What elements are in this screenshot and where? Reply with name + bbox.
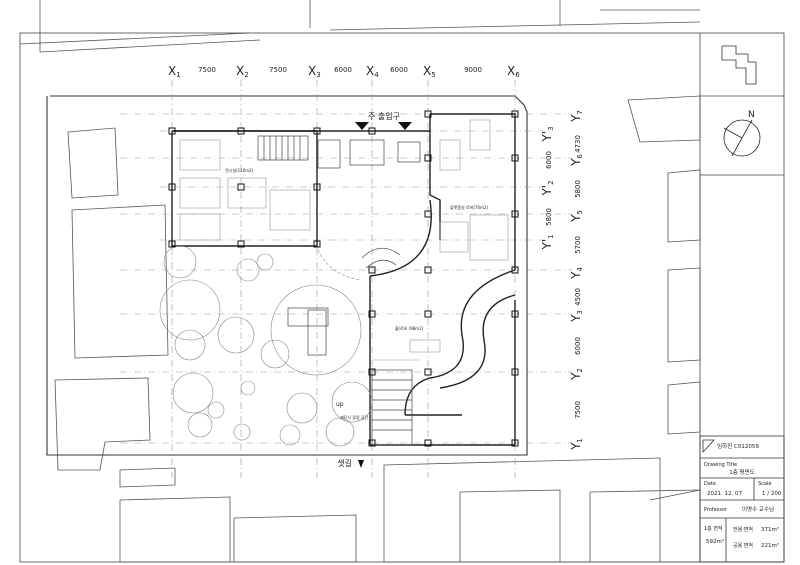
grid-x-spacing: 7500 <box>269 66 287 74</box>
structural-column <box>168 240 176 248</box>
common-area-label: 공용 면적 <box>733 542 753 549</box>
room-center-label: 홀/로비 (98m2) <box>395 325 424 331</box>
grid-y-spacing: 5700 <box>574 236 582 254</box>
grid-y-label: Y5 <box>569 210 584 223</box>
structural-column <box>313 240 321 248</box>
grid-x-label: X4 <box>366 64 379 79</box>
structural-column <box>368 368 376 376</box>
student-label: 임하진 C012059 <box>717 442 759 450</box>
grid-y-spacing: 4730 <box>574 135 582 153</box>
date-label: Date <box>704 481 716 487</box>
north-arrow-icon: N <box>723 110 761 157</box>
grid-x-label: X1 <box>168 64 181 79</box>
drawing-title: 1층 평면도 <box>729 468 755 476</box>
grid-x-label: X3 <box>308 64 321 79</box>
structural-column <box>424 266 432 274</box>
grid-y-spacing: 7500 <box>574 401 582 419</box>
grid-x-spacing: 6000 <box>334 66 352 74</box>
exclusive-area-label: 전용 면적 <box>733 526 753 533</box>
structural-column <box>511 154 519 162</box>
floor-area-label: 1층 면적 <box>704 525 723 532</box>
grid-y-label: Y6 <box>569 154 584 167</box>
grid-y-spacing: 6000 <box>574 337 582 355</box>
structural-column <box>237 127 245 135</box>
grid-x-spacing: 7500 <box>198 66 216 74</box>
structural-column <box>368 439 376 447</box>
drawing-title-label: Drawing Title <box>704 462 737 468</box>
grid-y-spacing: 4500 <box>574 288 582 306</box>
structural-column <box>511 210 519 218</box>
structural-column <box>368 127 376 135</box>
room-right-label: 플랫폼실 로비(70m2) <box>450 204 488 210</box>
grid-x-spacing: 9000 <box>464 66 482 74</box>
main-entrance-label: 주 출입구 <box>368 111 400 121</box>
grid-x-labels: X1 X2 X3 X4 X5 X6 <box>168 64 520 79</box>
grid-x-label: X2 <box>236 64 249 79</box>
grid-y-label: Y4 <box>569 267 584 280</box>
common-area-value: 221m² <box>761 542 779 549</box>
grid-y-spacing: 5800 <box>574 180 582 198</box>
structural-column <box>368 266 376 274</box>
floor-area-value: 592m² <box>706 538 724 545</box>
building-walls <box>171 113 516 446</box>
structural-column <box>313 127 321 135</box>
structural-column <box>368 310 376 318</box>
scale-label: Scale <box>758 481 771 487</box>
structural-column <box>511 266 519 274</box>
structural-column <box>424 210 432 218</box>
grid-y-label: Y3 <box>569 310 584 323</box>
grid-y-label: Y'2 <box>540 180 555 196</box>
grid-y-labels: Y7 Y'3 Y6 Y'2 Y5 Y'1 Y4 Y3 Y2 Y1 <box>540 110 584 451</box>
grid-y-label: Y'3 <box>540 126 555 142</box>
stair-icon <box>257 135 421 446</box>
entrance-arrow-icon <box>355 122 412 468</box>
grid-x-spacings: 7500 7500 6000 6000 9000 <box>198 66 482 74</box>
side-path-label: 샛길 <box>337 458 352 468</box>
structural-column <box>511 439 519 447</box>
grid-x-label: X6 <box>507 64 520 79</box>
title-block-text: 임하진 C012059 Drawing Title 1층 평면도 Date 20… <box>704 442 782 549</box>
structural-column <box>511 110 519 118</box>
grid-y-label: Y2 <box>569 368 584 381</box>
structural-columns <box>168 110 519 447</box>
professor-label: Professor <box>704 507 728 513</box>
structural-column <box>424 110 432 118</box>
structural-column <box>313 183 321 191</box>
scale-value: 1 / 200 <box>762 491 782 497</box>
exclusive-area-value: 371m² <box>761 526 779 533</box>
room-left-label: 전시실(120m2) <box>225 167 254 173</box>
grid-x-spacing: 6000 <box>390 66 408 74</box>
structural-column <box>237 183 245 191</box>
structural-column <box>424 439 432 447</box>
key-plan-icon <box>721 45 757 85</box>
site-boundary <box>46 95 528 456</box>
structural-column <box>168 183 176 191</box>
tree-icon <box>159 245 373 447</box>
context-buildings <box>19 0 701 563</box>
interior-furniture <box>179 119 509 361</box>
structural-column <box>168 127 176 135</box>
date-value: 2021. 12. 07 <box>707 491 742 497</box>
grid-y-spacing: 6000 <box>545 151 553 169</box>
structural-column <box>237 240 245 248</box>
grid-y-label: Y1 <box>569 438 584 451</box>
grid-y-label: Y'1 <box>540 234 555 250</box>
structural-column <box>424 368 432 376</box>
structural-column <box>424 154 432 162</box>
professor-value: 이명수 교수님 <box>742 505 774 513</box>
room-bottom-label: 계단식 광장 공간 <box>340 414 369 420</box>
grid-y-spacing: 5800 <box>545 208 553 226</box>
structural-column <box>424 310 432 318</box>
structural-column <box>511 368 519 376</box>
grid-y-spacings: 4730 5800 5700 5800 6000 4500 6000 7500 <box>545 135 582 419</box>
sheet-frame <box>19 32 785 563</box>
grid-y-label: Y7 <box>569 110 584 123</box>
grid-x-label: X5 <box>423 64 436 79</box>
svg-text:N: N <box>748 110 755 120</box>
structural-column <box>511 310 519 318</box>
up-label: up <box>336 401 344 408</box>
title-block <box>699 435 785 563</box>
